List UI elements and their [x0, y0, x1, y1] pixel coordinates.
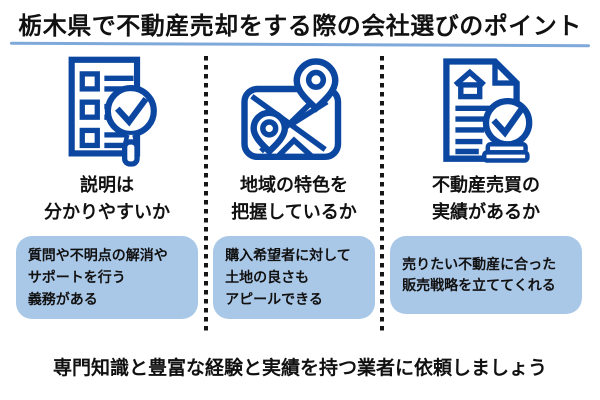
dotted-divider [204, 56, 208, 335]
checklist-magnifier-icon [54, 52, 160, 170]
column-note: 質問や不明点の解消や サポートを行う 義務がある [15, 236, 199, 320]
footer-text: 専門知識と豊富な経験と実績を持つ業者に依頼しましょう [52, 358, 547, 380]
title-underline [9, 41, 591, 48]
column-heading: 説明は 分かりやすいか [44, 175, 170, 223]
points-row: 説明は 分かりやすいか 質問や不明点の解消や サポートを行う 義務がある [0, 52, 600, 340]
dotted-divider [380, 56, 384, 335]
column-heading: 不動産売買の 実績があるか [432, 175, 540, 223]
column-local-knowledge: 地域の特色を 把握しているか 購入希望者に対して 土地の良さも アピールできる [208, 52, 380, 340]
column-note: 購入希望者に対して 土地の良さも アピールできる [213, 236, 375, 320]
map-pins-icon [239, 52, 349, 170]
document-check-coins-icon [432, 52, 540, 170]
column-note-text: 売りたい不動産に合った 販売戦略を立ててくれる [402, 255, 557, 294]
page-title: 栃木県で不動産売却をする際の会社選びのポイント [18, 13, 582, 40]
column-note-text: 質問や不明点の解消や サポートを行う 義務がある [27, 247, 168, 307]
column-note-text: 購入希望者に対して 土地の良さも アピールできる [225, 247, 351, 307]
column-explanation: 説明は 分かりやすいか 質問や不明点の解消や サポートを行う 義務がある [10, 52, 204, 340]
column-heading: 地域の特色を 把握しているか [231, 175, 357, 223]
title-block: 栃木県で不動産売却をする際の会社選びのポイント [0, 0, 600, 48]
column-note: 売りたい不動産に合った 販売戦略を立ててくれる [390, 236, 582, 315]
column-track-record: 不動産売買の 実績があるか 売りたい不動産に合った 販売戦略を立ててくれる [384, 52, 588, 340]
